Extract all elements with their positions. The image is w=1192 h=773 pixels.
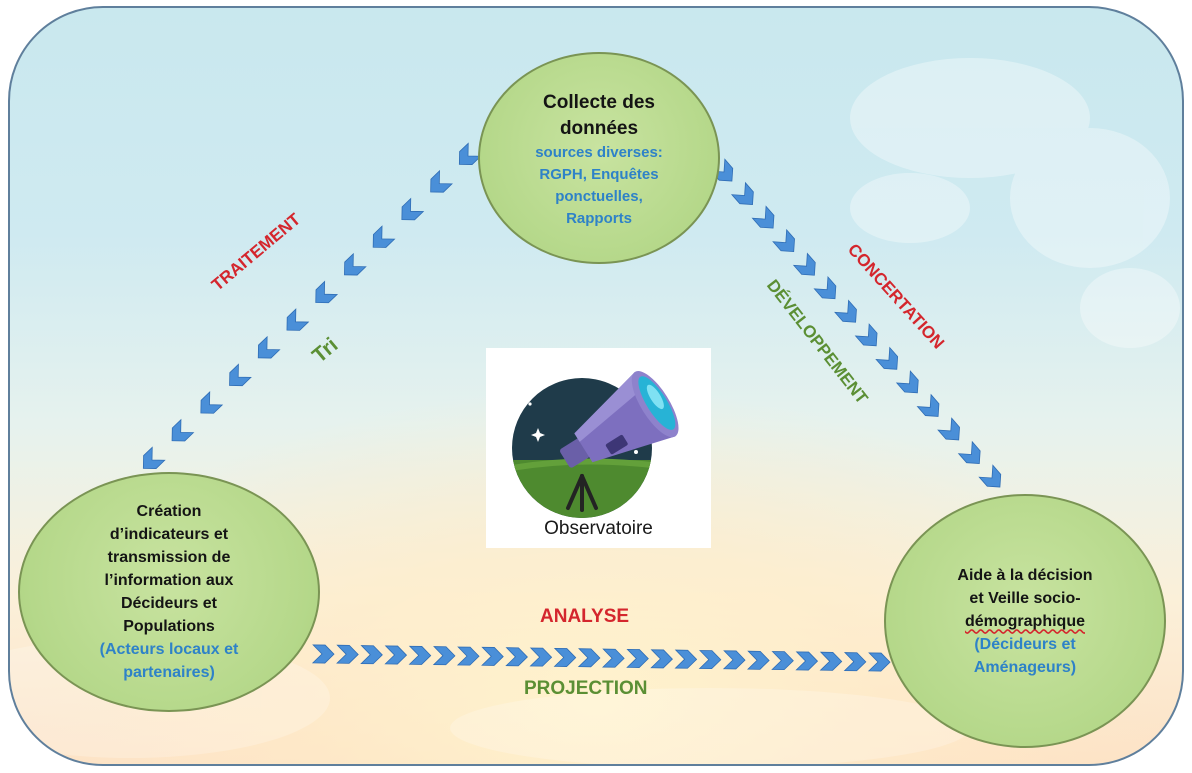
concertation-arrow-chevron bbox=[854, 323, 878, 347]
telescope-icon bbox=[512, 371, 679, 518]
analyse-arrow-chevron bbox=[481, 646, 504, 666]
concertation-arrow-chevron bbox=[875, 346, 899, 370]
traitement-arrow-chevron bbox=[315, 280, 339, 304]
analyse-arrow-chevron bbox=[456, 646, 480, 666]
traitement-arrow-chevron bbox=[372, 225, 396, 248]
node-right-subtitle-1: (Décideurs et bbox=[974, 635, 1076, 653]
node-left-subtitle-1: (Acteurs locaux et bbox=[99, 641, 239, 658]
traitement-arrow-chevron bbox=[229, 363, 252, 387]
analyse-arrow-chevron bbox=[843, 652, 867, 672]
concertation-arrow-chevron bbox=[751, 205, 775, 229]
node-left-subtitle-2: partenaires) bbox=[123, 664, 215, 681]
analyse-arrow-chevron bbox=[505, 647, 528, 667]
traitement-arrow-chevron bbox=[257, 335, 281, 359]
concertation-arrow-chevron bbox=[978, 464, 1002, 488]
node-left-title-6: Populations bbox=[123, 618, 215, 635]
node-top-subtitle-2: RGPH, Enquêtes bbox=[539, 166, 659, 183]
node-creation-indicateurs: Création d’indicateurs et transmission d… bbox=[18, 472, 320, 712]
traitement-arrow-chevron bbox=[142, 446, 166, 469]
analyse-arrow-chevron bbox=[602, 648, 625, 668]
concertation-arrow-chevron bbox=[957, 440, 981, 464]
analyse-arrow-chevron bbox=[819, 651, 843, 671]
concertation-arrow-chevron bbox=[730, 181, 754, 205]
node-top-title: Collecte des données bbox=[543, 92, 655, 139]
analyse-arrow-chevron bbox=[747, 650, 770, 670]
analyse-arrow-chevron bbox=[529, 647, 553, 667]
concertation-arrow-chevron bbox=[834, 299, 857, 323]
concertation-arrow-chevron bbox=[937, 417, 960, 441]
analyse-arrow-chevron bbox=[698, 650, 722, 670]
analyse-arrow-chevron bbox=[336, 644, 359, 664]
label-projection: PROJECTION bbox=[524, 678, 648, 699]
node-top-subtitle-3: ponctuelles, bbox=[555, 188, 643, 205]
node-right-title-1: Aide à la décision bbox=[957, 566, 1093, 584]
traitement-arrow-chevron bbox=[286, 308, 310, 331]
node-right-title-3: démographique bbox=[964, 612, 1085, 630]
traitement-arrow-chevron bbox=[200, 391, 224, 414]
concertation-arrow-chevron bbox=[895, 370, 919, 394]
analyse-arrow-chevron bbox=[795, 651, 819, 671]
traitement-arrow-chevron bbox=[430, 169, 453, 193]
traitement-arrow-chevron bbox=[344, 252, 367, 276]
node-right-subtitle-2: Aménageurs) bbox=[973, 658, 1077, 676]
node-aide-a-la-decision: Aide à la décision et Veille socio- démo… bbox=[884, 494, 1166, 748]
observatoire-card: Observatoire bbox=[486, 348, 711, 548]
traitement-arrow-chevron bbox=[401, 197, 425, 221]
node-top-subtitle-1: sources diverses: bbox=[535, 144, 663, 161]
label-analyse: ANALYSE bbox=[540, 606, 630, 627]
node-left-title-3: transmission de bbox=[107, 549, 231, 566]
analyse-arrow-chevron bbox=[408, 645, 432, 665]
concertation-arrow-chevron bbox=[792, 252, 816, 276]
traitement-arrow-chevron bbox=[458, 142, 482, 165]
analyse-arrow-chevron bbox=[311, 644, 335, 664]
node-left-title-4: l’information aux bbox=[104, 572, 234, 589]
node-right-title-2: et Veille socio- bbox=[969, 589, 1081, 607]
analyse-arrow-chevron bbox=[674, 649, 698, 669]
analyse-arrow-chevron bbox=[577, 648, 601, 668]
concertation-arrow-chevron bbox=[916, 393, 940, 417]
analyse-arrow-chevron bbox=[432, 646, 456, 666]
concertation-arrow-chevron bbox=[813, 276, 837, 300]
observatoire-label: Observatoire bbox=[544, 518, 653, 539]
node-left-title-5: Décideurs et bbox=[120, 595, 218, 612]
node-left-title-1: Création bbox=[136, 503, 202, 520]
analyse-arrow-chevron bbox=[360, 645, 383, 665]
node-left-title-2: d’indicateurs et bbox=[109, 526, 229, 543]
node-collecte-des-donnees: Collecte des données sources diverses: R… bbox=[478, 52, 720, 264]
analyse-arrow-chevron bbox=[553, 647, 577, 667]
concertation-arrow-chevron bbox=[772, 228, 795, 253]
node-top-subtitle-4: Rapports bbox=[566, 210, 632, 227]
analyse-arrow-chevron bbox=[384, 645, 408, 665]
analyse-arrow-chevron bbox=[626, 648, 649, 668]
analyse-arrow-chevron bbox=[722, 650, 746, 670]
analyse-arrow-chevron bbox=[867, 652, 891, 672]
analyse-arrow-chevron bbox=[771, 651, 794, 671]
analyse-arrow-chevron bbox=[650, 649, 673, 669]
traitement-arrow-chevron bbox=[171, 418, 195, 442]
